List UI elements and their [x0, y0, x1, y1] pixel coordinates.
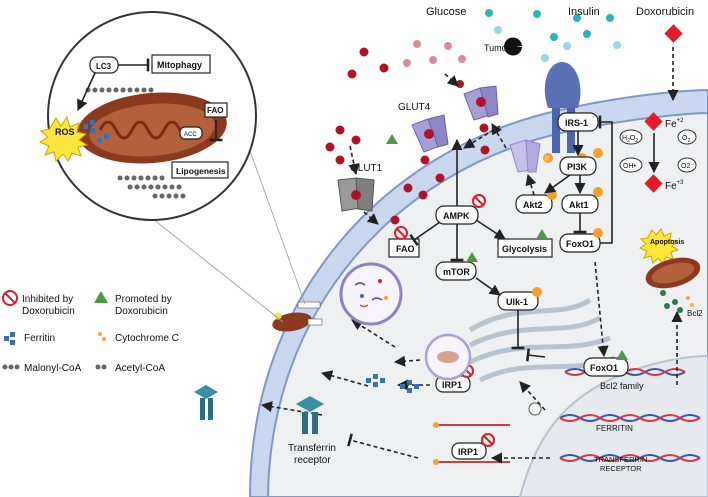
mito-zoom-source: [272, 301, 323, 332]
ampk-label: AMPK: [443, 211, 470, 221]
legend-ferritin-label: Ferritin: [24, 333, 55, 344]
glucose-label: Glucose: [426, 6, 466, 18]
o2-label: O2: [682, 135, 690, 144]
foxo1-nucleus-label: FoxO1: [590, 363, 618, 373]
tumor-label: Tumor: [484, 43, 510, 53]
mitophagy-box: [151, 54, 211, 74]
bcl2-family-label: Bcl2 family: [600, 381, 644, 391]
lipogenesis-box: [171, 161, 229, 179]
glut1-transporter: [337, 177, 375, 212]
inset-fao-label: FAO: [207, 106, 223, 115]
glut1-label: GLUT1: [350, 163, 383, 174]
acc-label: ACC: [184, 132, 197, 138]
legend-promoted-icon: [94, 291, 108, 303]
tumor-icon: [504, 37, 522, 56]
oh-label: OH•: [623, 163, 637, 170]
legend-inhibited-label-1: Inhibited by: [22, 294, 73, 305]
legend-acetyl-label: Acetyl-CoA: [115, 363, 165, 374]
ros-burst: [38, 115, 89, 162]
transferrin-receptor-label-2: receptor: [294, 455, 331, 466]
ferritin-gene-label: FERRITIN: [596, 424, 633, 433]
mito-small: [645, 257, 701, 289]
doxorubicin-label: Doxorubicin: [636, 6, 694, 18]
h2o2-label: H2O2: [622, 135, 638, 144]
glut4-transporter-2: [463, 85, 499, 121]
insulin-label: Insulin: [568, 6, 600, 18]
pi3k-box: [559, 156, 597, 176]
irp1-bottom-box: [451, 442, 487, 460]
inset-ferritin-dots: [83, 120, 109, 143]
svg-text:P: P: [545, 157, 549, 163]
irs1-label: IRS-1: [565, 118, 588, 128]
ferritin-clusters: [366, 374, 419, 393]
autophagosome: [424, 333, 472, 381]
doxorubicin-diamonds: [644, 24, 683, 193]
legend-inhibited-icon: [2, 290, 18, 306]
dna-transferrin: [559, 454, 701, 462]
insulin-dots: [485, 9, 621, 62]
mtor-box: [435, 261, 477, 281]
glut4-label: GLUT4: [398, 102, 431, 113]
lc3-label: LC3: [96, 62, 112, 71]
redox-species: H2O2 O2 OH• O2⁻: [619, 129, 697, 173]
mtor-label: mTOR: [443, 267, 470, 277]
foxo1-nucleus-box: [583, 357, 629, 377]
legend-ferritin-icon: [4, 332, 15, 345]
legend-promoted-label-2: Doxorubicin: [115, 306, 168, 317]
acc-box: [179, 126, 203, 140]
irp1-bottom-label: IRP1: [458, 447, 478, 457]
glycolysis-label: Glycolysis: [502, 244, 547, 254]
inset-fao-box: [204, 102, 228, 118]
inset-malonyl-dots: [85, 87, 186, 199]
bcl2-dots: [660, 290, 694, 313]
fao-label: FAO: [396, 244, 415, 254]
glut4-transporter-1: [411, 114, 449, 153]
legend-malonyl-label: Malonyl-CoA: [24, 363, 82, 374]
apoptosis-label: Apoptosis: [650, 239, 684, 246]
transferrin-gene-label-2: RECEPTOR: [600, 464, 642, 473]
dna-ferritin: [559, 414, 701, 422]
ulk1-label: Ulk-1: [506, 297, 528, 307]
legend-acetyl-icon: [95, 364, 107, 370]
glucose-dots: [325, 40, 466, 165]
apoptosis-burst: [638, 228, 680, 264]
glut4-vesicle: [509, 139, 541, 173]
lipogenesis-label: Lipogenesis: [176, 166, 226, 176]
glycolysis-box: [497, 238, 553, 258]
transferrin-receptor-label-1: Transferrin: [288, 443, 336, 454]
o2minus-label: O2⁻: [681, 163, 694, 170]
ros-label: ROS: [55, 127, 75, 137]
legend-cytochrome-label: Cytochrome C: [115, 333, 179, 344]
akt1-label: Akt1: [569, 200, 589, 210]
pi3k-label: PI3K: [567, 162, 588, 172]
transferrin-gene-label-1: TRANSFERRIN: [594, 455, 647, 464]
akt2-label: Akt2: [523, 200, 543, 210]
bcl2-label: Bcl2: [687, 309, 703, 318]
irp1-top-label: IRP1: [442, 380, 462, 390]
transferrin-receptor: [194, 385, 324, 434]
mitophagy-label: Mitophagy: [157, 60, 202, 70]
legend-promoted-label-1: Promoted by: [115, 294, 172, 305]
legend: Inhibited by Doxorubicin Promoted by Dox…: [2, 290, 179, 374]
legend-inhibited-label-2: Doxorubicin: [22, 306, 75, 317]
foxo1-cyto-label: FoxO1: [566, 239, 594, 249]
legend-malonyl-icon: [2, 364, 20, 370]
legend-cytochrome-icon: [98, 332, 106, 341]
lysosome: [339, 262, 403, 326]
